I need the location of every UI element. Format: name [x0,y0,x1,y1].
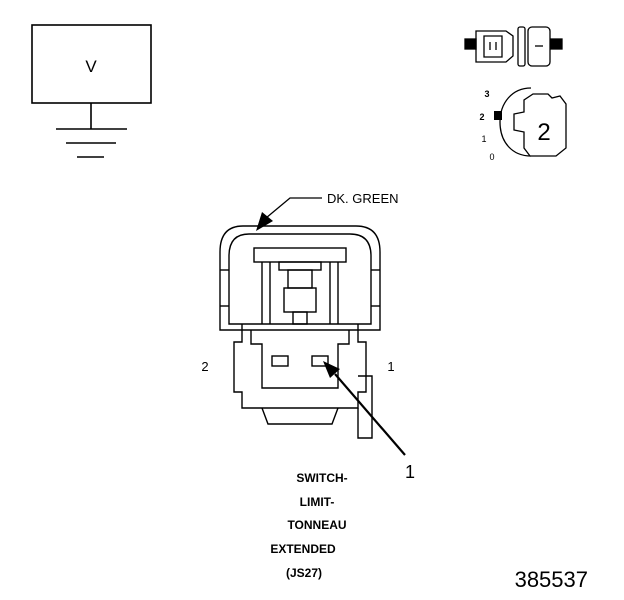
pin-cavity-2 [271,355,289,367]
connector-side-icon [464,26,563,67]
pin-label-1: 1 [387,359,394,374]
pin-callout: 1 [323,361,415,482]
component-name-line-1: SWITCH- [296,471,347,485]
ground-icon [56,128,127,158]
component-connector-id: (JS27) [286,566,322,580]
wire-color-leader: DK. GREEN [256,191,399,231]
pin-cavity-1 [311,355,329,367]
pin-label-2: 2 [201,359,208,374]
callout-label: 1 [405,462,415,482]
pin-scale-3: 3 [484,89,489,99]
pin-count-label: 2 [537,119,550,146]
component-name-line-4: EXTENDED [270,542,336,556]
connector-end-icon: 3 2 1 0 2 [479,87,567,162]
wire-color-label: DK. GREEN [327,191,399,206]
callout-arrow-icon [323,361,340,378]
component-name: SWITCH- LIMIT- TONNEAU EXTENDED (JS27) [270,471,347,580]
voltmeter-symbol: V [31,24,152,158]
connector-face [219,225,381,439]
component-name-line-3: TONNEAU [287,518,346,532]
pin-scale-0: 0 [489,152,494,162]
figure-number: 385537 [515,567,588,592]
voltmeter-label: V [85,57,97,76]
component-name-line-2: LIMIT- [300,495,335,509]
pin-scale-2: 2 [479,112,484,122]
pin-scale-1: 1 [481,134,486,144]
